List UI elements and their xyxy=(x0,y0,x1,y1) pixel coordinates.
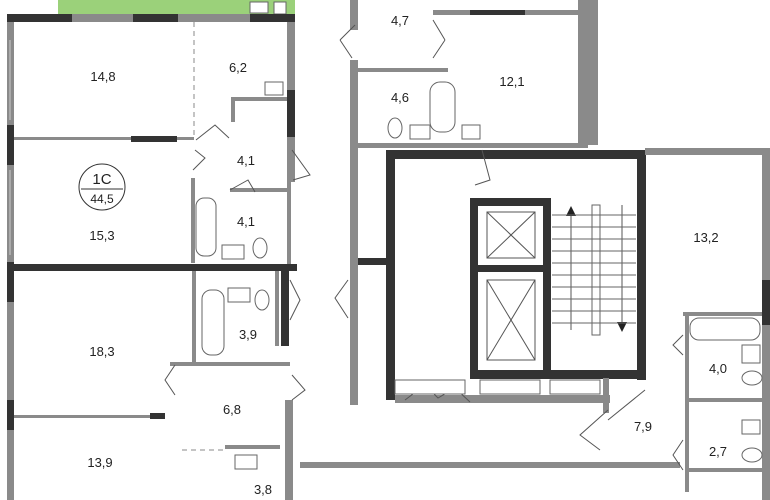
bathtub-icon xyxy=(429,81,456,133)
sink-icon xyxy=(249,1,269,14)
toilet-icon xyxy=(741,447,763,463)
bathtub-icon xyxy=(195,197,217,257)
apartment-code: 1C xyxy=(92,171,111,188)
cabinet xyxy=(479,379,541,395)
room-area: 13,2 xyxy=(693,230,718,245)
sink-icon xyxy=(264,81,284,96)
toilet-icon xyxy=(254,289,270,311)
toilet-icon xyxy=(252,237,268,259)
room-area: 4,0 xyxy=(709,361,727,376)
room-area: 4,6 xyxy=(391,90,409,105)
apartment-area: 44,5 xyxy=(90,192,114,206)
room-labels: 4,7 14,8 6,2 12,1 4,6 4,1 4,1 15,3 13,2 … xyxy=(87,13,727,497)
sink-icon xyxy=(741,344,761,364)
toilet-icon xyxy=(387,117,403,139)
elevator-icon xyxy=(486,279,536,361)
room-area: 4,7 xyxy=(391,13,409,28)
elevator-icon xyxy=(486,211,536,259)
toilet-icon xyxy=(741,370,763,386)
room-area: 12,1 xyxy=(499,74,524,89)
room-area: 2,7 xyxy=(709,444,727,459)
sink-icon xyxy=(221,244,245,260)
sink-icon xyxy=(461,124,481,140)
sink-icon xyxy=(234,454,258,470)
room-area: 6,2 xyxy=(229,60,247,75)
chair-icon xyxy=(273,1,287,15)
bathtub-icon xyxy=(201,289,225,356)
balcony xyxy=(58,0,295,15)
cabinet xyxy=(549,379,601,395)
cabinet xyxy=(394,379,466,395)
room-area: 7,9 xyxy=(634,419,652,434)
room-area: 3,8 xyxy=(254,482,272,497)
room-area: 14,8 xyxy=(90,69,115,84)
sink-icon xyxy=(227,287,251,303)
bathroom-fixtures xyxy=(195,81,763,470)
bathtub-icon xyxy=(689,317,761,341)
room-area: 6,8 xyxy=(223,402,241,417)
sink-icon xyxy=(741,419,761,435)
walls xyxy=(7,0,770,500)
staircase xyxy=(552,204,636,336)
room-area: 13,9 xyxy=(87,455,112,470)
sink-icon xyxy=(409,124,431,140)
room-area: 3,9 xyxy=(239,327,257,342)
room-area: 15,3 xyxy=(89,228,114,243)
room-area: 18,3 xyxy=(89,344,114,359)
room-area: 4,1 xyxy=(237,153,255,168)
apartment-badge: 1C 44,5 xyxy=(78,163,126,211)
room-area: 4,1 xyxy=(237,214,255,229)
